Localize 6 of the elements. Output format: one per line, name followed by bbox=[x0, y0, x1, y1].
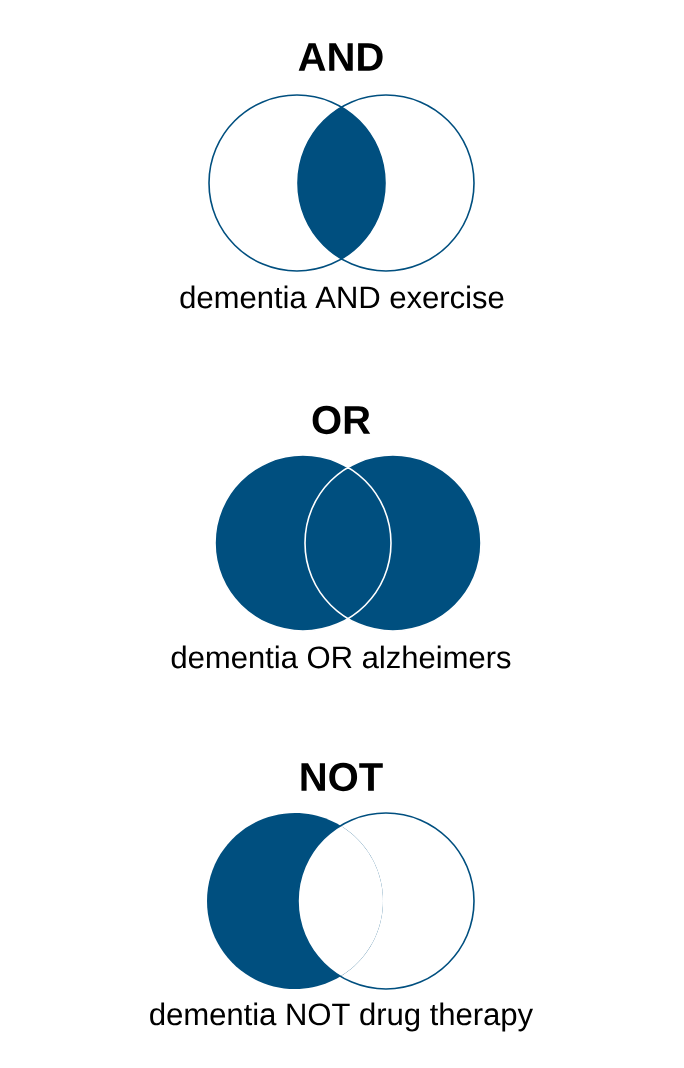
operator-heading: AND bbox=[298, 43, 383, 71]
operator-heading: NOT bbox=[301, 762, 383, 792]
query-caption: dementia NOT drug therapy bbox=[150, 1002, 533, 1032]
operator-heading: OR bbox=[312, 405, 371, 435]
query-caption: dementia OR alzheimers bbox=[171, 645, 511, 669]
query-caption: dementia AND exercise bbox=[180, 285, 504, 309]
